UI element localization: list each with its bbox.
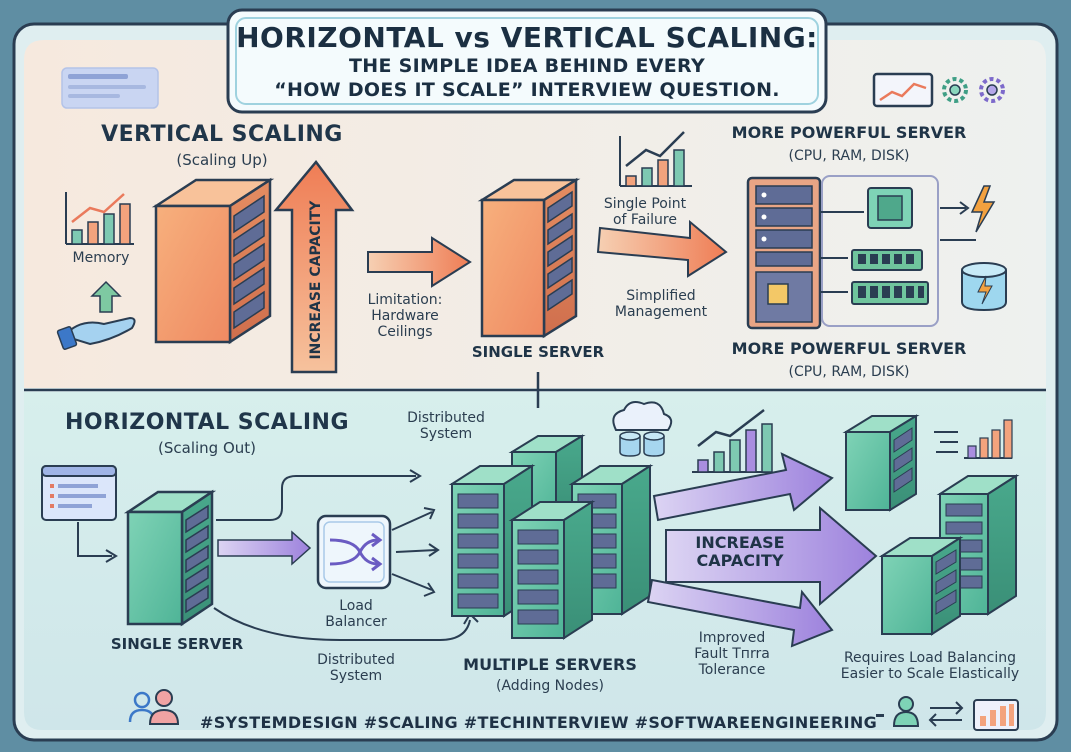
arrow-to-powerful-server [596,219,728,278]
vertical-server-large [151,177,275,345]
page-title: HORIZONTAL vs VERTICAL SCALING: [236,21,818,54]
hashtags-footer: #SYSTEMDESIGN #SCALING #TECHINTERVIEW #S… [200,713,878,732]
page-subtitle-line-1: THE SIMPLE IDEA BEHIND EVERY [348,55,705,77]
simplified-management-label: Simplified Management [614,288,708,321]
scaled-server-top [842,414,920,512]
up-arrow-icon [90,280,122,313]
increase-capacity-label: INCREASE CAPACITY [307,200,324,360]
limitation-label: Limitation: Hardware Ceilings [367,292,443,341]
ram-stick-icon [851,249,923,271]
vertical-scaling-heading: VERTICAL SCALING [101,122,343,147]
single-point-of-failure-label: Single Point of Failure [603,196,687,229]
dashboard-chart-icon [973,699,1019,731]
vertical-single-server-label: SINGLE SERVER [471,343,605,361]
requires-load-balancing-label: Requires Load Balancing Easier to Scale … [840,650,1020,683]
gear-icon-2 [979,77,1005,103]
horizontal-scaling-subheading: (Scaling Out) [158,439,256,457]
powerful-server-sub-bottom: (CPU, RAM, DISK) [788,364,910,380]
vertical-scaling-subheading: (Scaling Up) [176,151,268,169]
distributed-system-label-bottom: Distributed System [317,652,395,685]
disk-icon [961,262,1007,312]
users-icon [128,689,180,725]
distributed-system-label-top: Distributed System [407,410,485,443]
cpu-chip-icon [867,187,913,229]
ram-stick-icon-2 [851,281,929,305]
horizontal-single-server-label: SINGLE SERVER [110,635,244,653]
hand-icon [56,316,136,350]
powerful-server-rack [746,176,822,330]
lb-output-arrows [391,507,440,597]
multiple-servers-cluster [448,434,654,640]
powerful-server-title-bottom: MORE POWERFUL SERVER [731,339,967,358]
powerful-server-sub-top: (CPU, RAM, DISK) [788,148,910,164]
load-balancer-icon [316,514,392,590]
arrow-to-load-balancer [217,530,312,566]
small-bar-chart-icon [964,419,1013,459]
list-window-icon [41,465,117,521]
trend-chart-icon [619,131,692,187]
purple-arrow-upper [652,452,834,522]
memory-chart-icon [65,192,134,245]
monitor-chart-icon [872,72,934,108]
component-panel [821,175,939,327]
title-banner-inner [235,17,819,105]
lightning-icon [970,185,996,233]
page-subtitle-line-2: “HOW DOES IT SCALE” INTERVIEW QUESTION. [274,79,780,101]
purple-arrow-lower [646,578,834,648]
component-connectors [820,201,976,293]
title-banner [226,8,828,114]
adding-nodes-label: (Adding Nodes) [496,678,604,694]
cloud-database-icon [612,401,673,457]
fault-tolerance-label: Improved Fault Tпrra Tolerance [694,630,770,679]
scaled-server-front [878,536,964,636]
user-icon [876,696,920,727]
horizontal-scaling-heading: HORIZONTAL SCALING [65,410,349,435]
swap-arrows-icon [928,701,964,727]
window-connector [77,522,112,557]
vertical-single-server [477,177,581,339]
arrow-to-single-server [367,236,472,288]
load-balancer-label: Load Balancer [325,598,387,631]
motion-lines [934,431,958,453]
scaled-server-right [936,474,1020,616]
growth-chart-icon [692,409,773,473]
horizontal-single-server [123,489,217,627]
memory-label: Memory [72,250,130,266]
increase-capacity-horizontal-label: INCREASE CAPACITY [695,533,785,571]
gear-icon [942,77,968,103]
browser-window-icon [61,67,159,109]
increase-capacity-arrow [273,159,355,374]
purple-arrow-main [665,505,878,607]
multiple-servers-label: MULTIPLE SERVERS [463,655,637,674]
powerful-server-title-top: MORE POWERFUL SERVER [731,123,967,142]
